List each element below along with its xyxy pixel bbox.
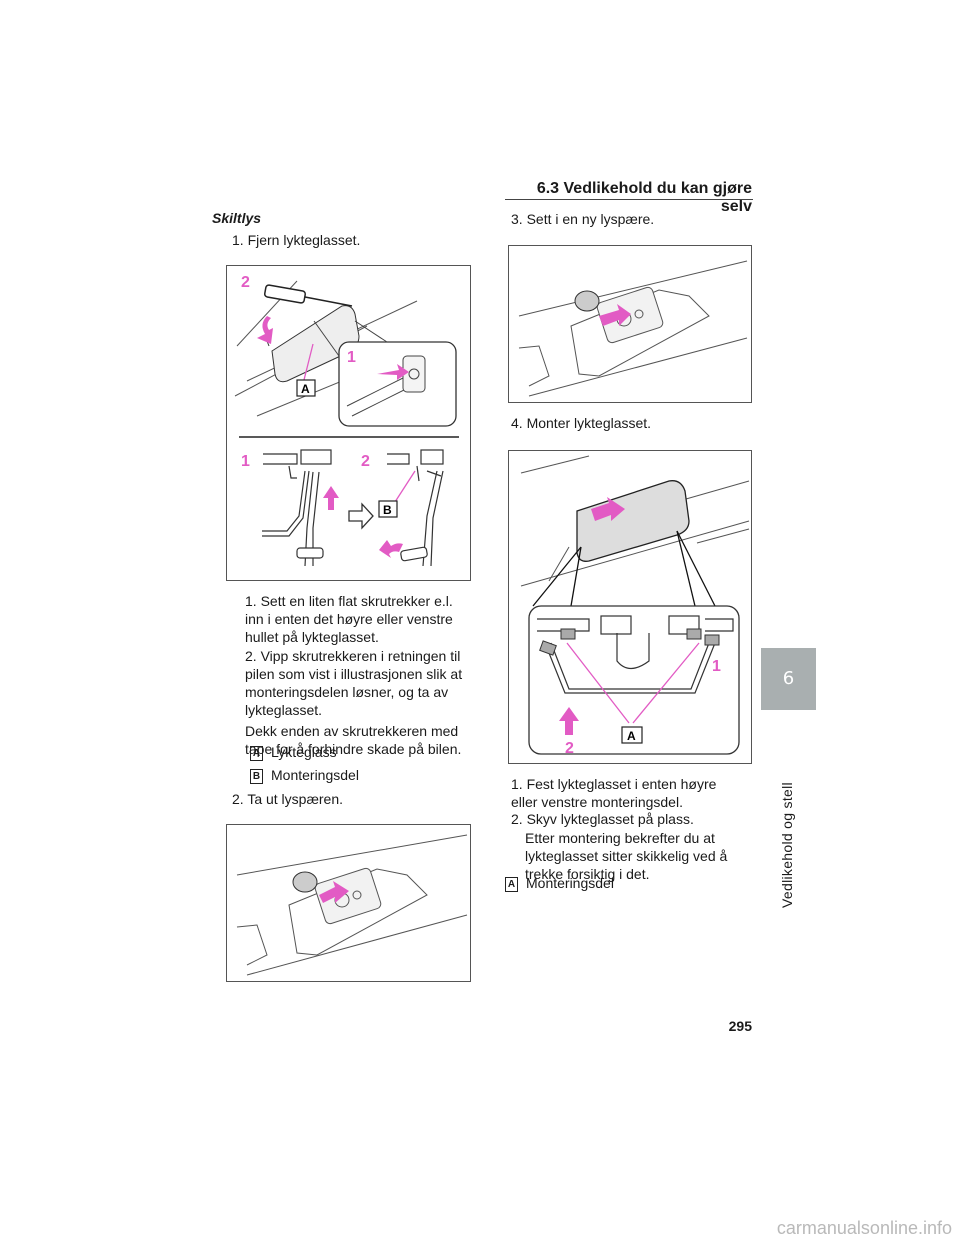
legend-text-lykteglass: Lykteglass [271,744,337,760]
legend-item-b: B Monteringsdel [250,766,359,784]
substep-2: 2. Vipp skrutrekkeren i retningen til pi… [245,648,463,718]
mount-substep-1: 1. Fest lykteglasset i enten høyre eller… [511,776,717,810]
legend-text-monteringsdel: Monteringsdel [271,767,359,783]
fig1-label-2-top: 2 [241,274,250,291]
mount-legend-item-a: A Monteringsdel [505,874,614,892]
header-divider [505,199,753,200]
mount-legend-text: Monteringsdel [526,875,614,891]
substep-1: 1. Sett en liten flat skrutrekker e.l. i… [245,593,453,645]
section-title: 6.3 Vedlikehold du kan gjøre selv [536,180,752,215]
chapter-label: Vedlikehold og stell [779,782,795,908]
chapter-tab[interactable]: 6 [761,648,816,710]
mount-badge-a: A [505,877,518,892]
badge-b: B [250,769,263,784]
fig1-label-2-bottom: 2 [361,453,370,470]
legend-item-a: A Lykteglass [250,743,337,761]
fig1-label-a: A [301,382,310,396]
section-heading: Skiltlys [212,210,262,226]
figure-remove-bulb-drawing [236,834,468,976]
figure-remove-bulb [226,824,471,982]
figure-mount-lens-drawing: A 1 2 [520,455,750,757]
fig1-label-1-bottom: 1 [241,453,250,470]
mount-substep-2: 2. Skyv lykteglasset på plass. [511,811,694,827]
step-4: 4. Monter lykteglasset. [511,415,652,431]
page-number: 295 [728,1018,752,1034]
fig4-label-1: 1 [712,658,721,675]
substep-2-note: Dekk enden av skrutrekkeren med tape for… [245,723,462,757]
fig1-label-1-top: 1 [347,349,356,366]
step-2: 2. Ta ut lyspæren. [232,791,344,807]
mount-substep-2-note: Etter montering bekrefter du at lyktegla… [525,830,728,882]
fig1-label-b: B [383,503,392,517]
step-3: 3. Sett i en ny lyspære. [511,211,655,227]
step-1: 1. Fjern lykteglasset. [232,232,361,248]
fig4-label-2: 2 [565,740,574,757]
fig4-label-a: A [627,729,636,743]
figure-remove-lens-drawing: 2 1 A 1 2 [234,274,459,567]
watermark: carmanualsonline.info [776,1218,952,1238]
badge-a: A [250,746,263,761]
figure-insert-bulb-drawing [518,260,748,397]
figure-mount-lens: A 1 2 [508,450,752,764]
figure-remove-lens: 2 1 A 1 2 [226,265,471,581]
figure-insert-bulb [508,245,752,403]
